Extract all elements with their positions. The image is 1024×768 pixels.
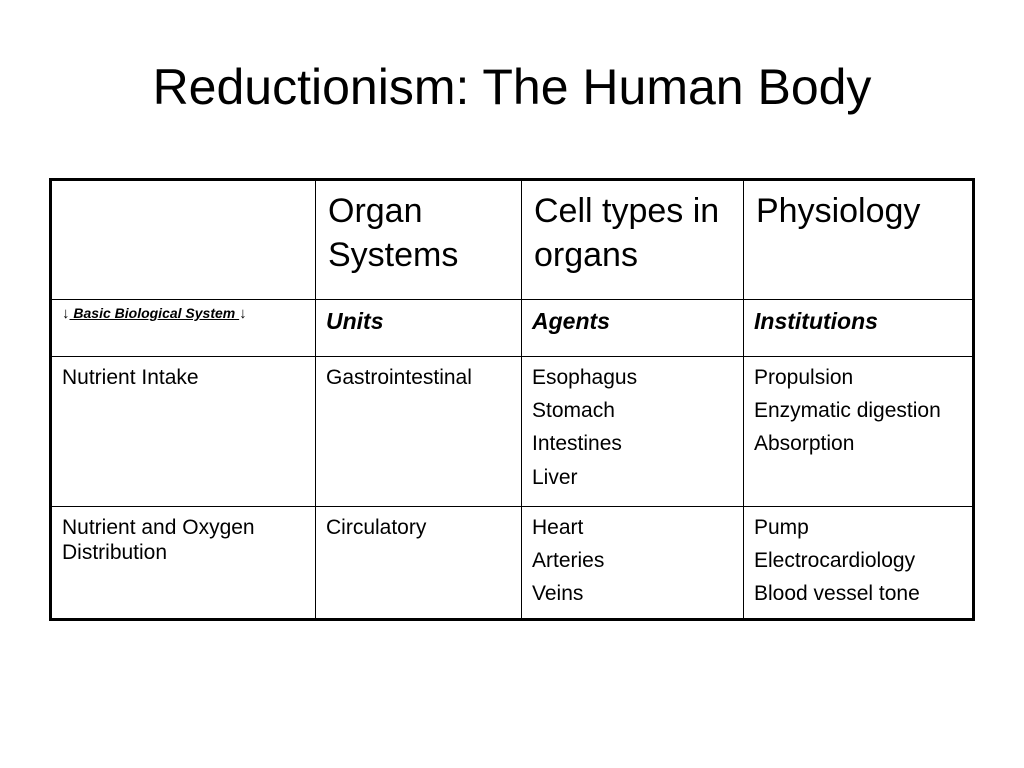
down-arrow-icon: ↓ — [239, 305, 247, 322]
header-cell-physiology: Physiology — [743, 179, 974, 300]
table-header-row: Organ Systems Cell types in organs Physi… — [50, 179, 974, 300]
physiology-item: Absorption — [754, 432, 855, 456]
system-cell: Nutrient Intake — [50, 356, 316, 507]
header-cell-empty — [50, 179, 316, 300]
physiology-item: Electrocardiology — [754, 549, 916, 573]
basic-biological-system-label: Basic Biological System — [69, 305, 240, 321]
table-label-row: ↓ Basic Biological System ↓ Units Agents… — [50, 299, 974, 357]
table-row: Nutrient and Oxygen Distribution Circula… — [50, 506, 974, 620]
reductionism-table: Organ Systems Cell types in organs Physi… — [49, 178, 975, 621]
down-arrow-icon: ↓ — [62, 305, 70, 322]
label-agents: Agents — [521, 299, 744, 357]
label-institutions: Institutions — [743, 299, 974, 357]
label-units: Units — [315, 299, 522, 357]
cell-type-item: Esophagus — [532, 366, 638, 389]
physiology-cell: Propulsion Enzymatic digestion Absorptio… — [743, 356, 974, 507]
cell-type-item: Intestines — [532, 432, 622, 456]
system-cell: Nutrient and Oxygen Distribution — [50, 506, 316, 620]
cell-type-item: Stomach — [532, 399, 615, 423]
table-row: Nutrient Intake Gastrointestinal Esophag… — [50, 356, 974, 507]
slide-title: Reductionism: The Human Body — [152, 59, 872, 115]
header-cell-organ-systems: Organ Systems — [315, 179, 522, 300]
cell-type-item: Heart — [532, 516, 584, 539]
cell-types-cell: Heart Arteries Veins — [521, 506, 744, 620]
cell-type-item: Veins — [532, 582, 584, 606]
physiology-item: Blood vessel tone — [754, 582, 920, 606]
cell-types-cell: Esophagus Stomach Intestines Liver — [521, 356, 744, 507]
cell-type-item: Liver — [532, 465, 578, 489]
cell-type-item: Arteries — [532, 549, 605, 573]
hierarchy-cell: ↓ Basic Biological System ↓ — [50, 299, 316, 357]
organ-system-cell: Circulatory — [315, 506, 522, 620]
physiology-item: Propulsion — [754, 366, 854, 389]
organ-system-cell: Gastrointestinal — [315, 356, 522, 507]
physiology-cell: Pump Electrocardiology Blood vessel tone — [743, 506, 974, 620]
physiology-item: Enzymatic digestion — [754, 399, 941, 423]
header-cell-cell-types: Cell types in organs — [521, 179, 744, 300]
physiology-item: Pump — [754, 516, 809, 539]
